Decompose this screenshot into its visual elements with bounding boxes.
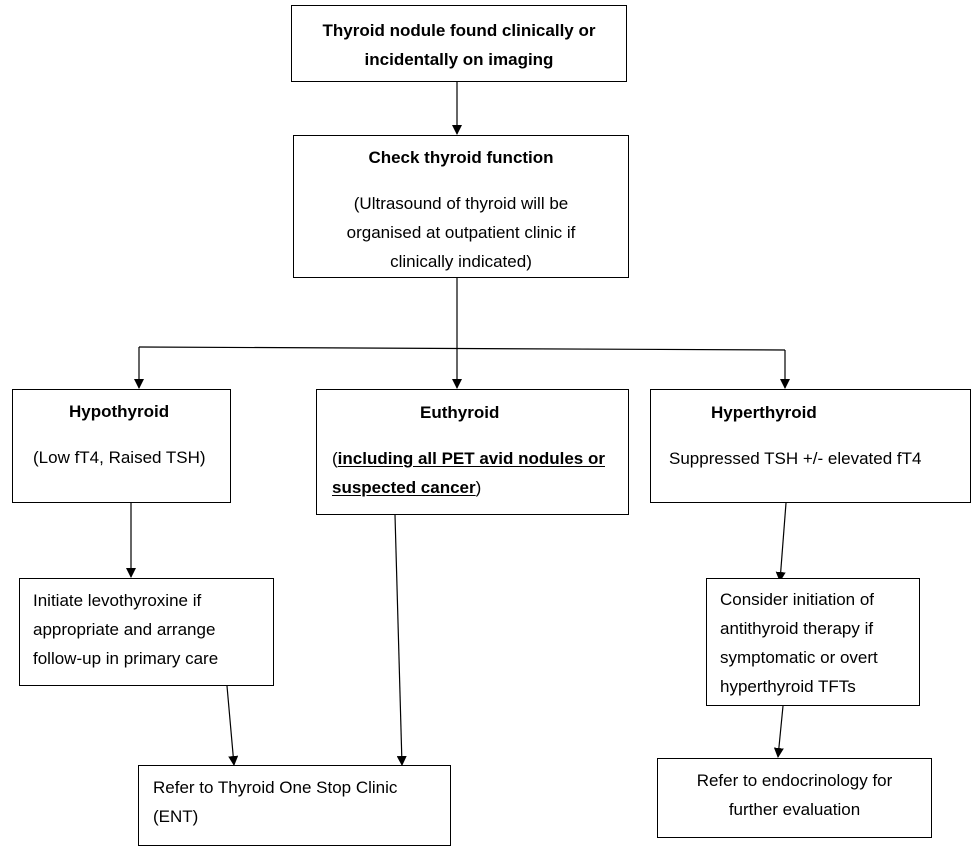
check-line-2: organised at outpatient clinic if	[346, 223, 576, 242]
arrow-levo-to-ent	[226, 685, 239, 766]
levo-line-1: Initiate levothyroxine if	[33, 591, 202, 610]
check-line-3: clinically indicated)	[390, 252, 532, 271]
endocrinology-referral-node: Refer to endocrinology for further evalu…	[657, 758, 932, 838]
euthyroid-detail: (including all PET avid nodules or	[317, 444, 628, 473]
endo-line-2: further evaluation	[728, 800, 861, 819]
levo-line-2: appropriate and arrange	[33, 620, 216, 639]
hyperthyroid-detail: Suppressed TSH +/- elevated fT4	[669, 449, 922, 468]
euthyroid-open-paren: (	[332, 449, 338, 468]
antithyroid-therapy-node: Consider initiation of antithyroid thera…	[706, 578, 920, 706]
hypothyroid-node: Hypothyroid (Low fT4, Raised TSH)	[12, 389, 231, 503]
ent-line-2: (ENT)	[153, 807, 199, 826]
euthyroid-node: Euthyroid (including all PET avid nodule…	[316, 389, 629, 515]
arrow-antithyroid-to-endo	[773, 705, 784, 758]
check-line-1: (Ultrasound of thyroid will be	[353, 194, 569, 213]
euthyroid-detail-bold-1: including all PET avid nodules or	[337, 449, 605, 468]
check-thyroid-function-node: Check thyroid function (Ultrasound of th…	[293, 135, 629, 278]
arrow-eu-to-ent	[394, 514, 407, 766]
endo-line-1: Refer to endocrinology for	[696, 771, 893, 790]
euthyroid-title: Euthyroid	[420, 403, 500, 422]
hypothyroid-detail: (Low fT4, Raised TSH)	[33, 448, 206, 467]
hyperthyroid-node: Hyperthyroid Suppressed TSH +/- elevated…	[650, 389, 971, 503]
euthyroid-close-paren: )	[475, 478, 482, 497]
thyroid-one-stop-clinic-node: Refer to Thyroid One Stop Clinic (ENT)	[138, 765, 451, 846]
levothyroxine-node: Initiate levothyroxine if appropriate an…	[19, 578, 274, 686]
antithyroid-line-1: Consider initiation of	[720, 590, 875, 609]
connector-branch-horizontal	[138, 346, 786, 351]
antithyroid-line-3: symptomatic or overt	[720, 648, 878, 667]
levo-line-3: follow-up in primary care	[33, 649, 219, 668]
start-line-2: incidentally on imaging	[364, 50, 554, 69]
arrow-hyper-to-antithyroid	[775, 502, 787, 582]
ent-line-1: Refer to Thyroid One Stop Clinic	[153, 778, 398, 797]
euthyroid-detail-2: suspected cancer)	[317, 473, 628, 502]
check-title: Check thyroid function	[368, 148, 554, 167]
hypothyroid-title: Hypothyroid	[69, 402, 170, 421]
antithyroid-line-4: hyperthyroid TFTs	[720, 677, 856, 696]
antithyroid-line-2: antithyroid therapy if	[720, 619, 874, 638]
euthyroid-detail-bold-2: suspected cancer	[332, 478, 476, 497]
start-line-1: Thyroid nodule found clinically or	[322, 21, 596, 40]
start-node: Thyroid nodule found clinically or incid…	[291, 5, 627, 82]
hyperthyroid-title: Hyperthyroid	[711, 403, 817, 422]
